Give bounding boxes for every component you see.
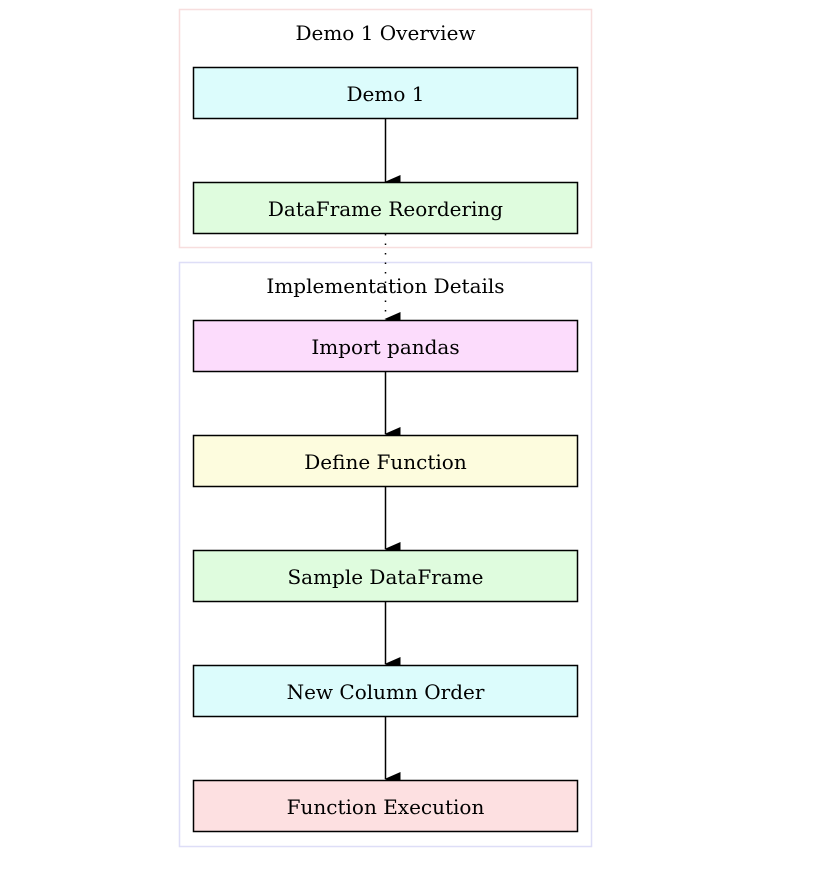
node-import: Import pandas xyxy=(192,319,579,373)
node-execution-label: Function Execution xyxy=(287,795,485,819)
node-sample-box xyxy=(192,549,579,603)
node-execution-box xyxy=(192,779,579,833)
node-import-box xyxy=(192,319,579,373)
node-reordering-box xyxy=(192,181,579,235)
node-neworder-box xyxy=(192,664,579,718)
node-neworder: New Column Order xyxy=(192,664,579,718)
node-demo1-box xyxy=(192,66,579,120)
node-demo1: Demo 1 xyxy=(192,66,579,120)
cluster-overview: Demo 1 Overview xyxy=(178,8,593,249)
node-reordering: DataFrame Reordering xyxy=(192,181,579,235)
node-reordering-label: DataFrame Reordering xyxy=(268,197,503,221)
node-sample-label: Sample DataFrame xyxy=(287,565,483,589)
cluster-implementation-title: Implementation Details xyxy=(266,274,504,298)
node-define-label: Define Function xyxy=(304,450,467,474)
cluster-overview-title: Demo 1 Overview xyxy=(295,21,475,45)
node-execution: Function Execution xyxy=(192,779,579,833)
node-demo1-label: Demo 1 xyxy=(347,82,425,106)
node-sample: Sample DataFrame xyxy=(192,549,579,603)
node-import-label: Import pandas xyxy=(311,335,459,359)
node-neworder-label: New Column Order xyxy=(287,680,485,704)
cluster-overview-border xyxy=(178,8,593,249)
node-define: Define Function xyxy=(192,434,579,488)
node-define-box xyxy=(192,434,579,488)
